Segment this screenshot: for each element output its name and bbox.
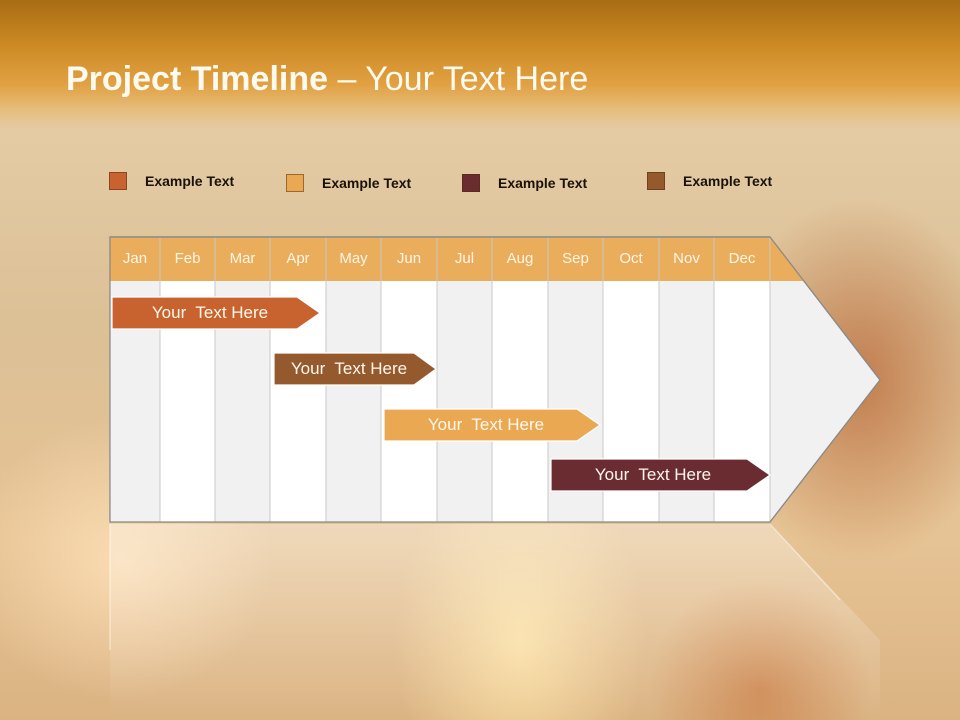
month-label-oct: Oct bbox=[619, 250, 643, 267]
legend-label-2: Example Text bbox=[322, 175, 412, 191]
month-label-jun: Jun bbox=[396, 250, 422, 267]
legend-label-4: Example Text bbox=[683, 173, 773, 189]
timeline-header bbox=[110, 237, 804, 281]
legend-label-3: Example Text bbox=[498, 175, 588, 191]
task-bar-1-label: Your Text Here bbox=[151, 303, 269, 322]
month-label-jan: Jan bbox=[122, 250, 148, 267]
task-bar-4 bbox=[550, 458, 772, 492]
legend-item-1: Example Text bbox=[109, 170, 234, 192]
month-label-aug: Aug bbox=[506, 250, 534, 267]
legend-swatch-4 bbox=[647, 172, 665, 190]
reflection-arrow-edge bbox=[769, 523, 841, 601]
month-band-aug bbox=[492, 281, 548, 522]
legend-label-1: Example Text bbox=[145, 173, 235, 189]
title-banner bbox=[0, 0, 960, 130]
legend-swatch-2 bbox=[286, 174, 304, 192]
task-bar-2-label: Your Text Here bbox=[290, 359, 408, 378]
legend-item-2: Example Text bbox=[286, 172, 411, 194]
page-title-rest: – Your Text Here bbox=[328, 60, 589, 98]
task-bar-4-label: Your Text Here bbox=[594, 465, 712, 484]
legend-swatch-3 bbox=[462, 174, 480, 192]
month-label-apr: Apr bbox=[286, 250, 310, 267]
month-label-mar: Mar bbox=[229, 250, 256, 267]
task-bar-1 bbox=[111, 296, 322, 330]
task-bar-3 bbox=[383, 408, 602, 442]
month-label-feb: Feb bbox=[174, 250, 201, 267]
task-bar-3-label: Your Text Here bbox=[427, 415, 545, 434]
month-label-nov: Nov bbox=[673, 250, 700, 267]
month-label-dec: Dec bbox=[728, 250, 756, 267]
timeline-reflection bbox=[110, 524, 880, 720]
month-band-may bbox=[326, 281, 381, 522]
legend-swatch-1 bbox=[109, 172, 127, 190]
legend-item-3: Example Text bbox=[462, 172, 587, 194]
page-title-bold: Project Timeline bbox=[66, 60, 329, 98]
month-label-sep: Sep bbox=[562, 250, 589, 267]
month-label-jul: Jul bbox=[454, 250, 475, 267]
page-title: Project Timeline – Your Text Here bbox=[66, 60, 588, 99]
month-band-jun bbox=[381, 281, 437, 522]
legend-item-4: Example Text bbox=[647, 170, 772, 192]
month-label-may: May bbox=[339, 250, 368, 267]
task-bar-2 bbox=[273, 352, 438, 386]
month-band-jul bbox=[437, 281, 492, 522]
